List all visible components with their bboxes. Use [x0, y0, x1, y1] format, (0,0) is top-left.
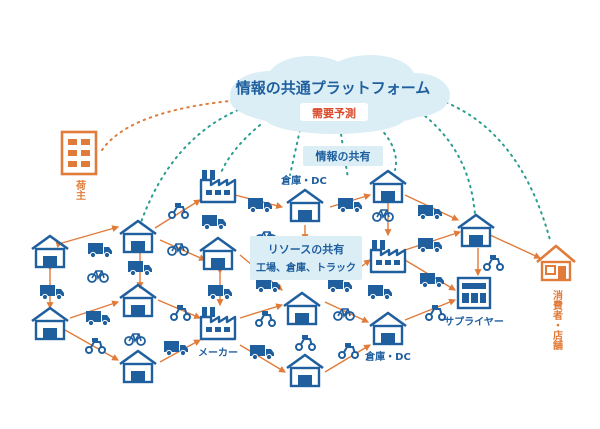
resource-share-title: リソースの共有: [268, 242, 344, 256]
supplier-label: サプライヤー: [444, 315, 504, 328]
scooter-icon: [168, 202, 189, 219]
warehouse-dc-label-bottom: 倉庫・DC: [364, 350, 411, 363]
scooter-icon: [295, 334, 316, 351]
info-share-label: 情報の共有: [316, 149, 371, 163]
truck-icon: [419, 272, 445, 289]
consumer-label: 消費者・店舗: [551, 289, 564, 351]
truck-icon: [39, 284, 65, 301]
truck-icon: [85, 310, 111, 327]
scooter-icon: [483, 254, 504, 271]
truck-icon: [337, 197, 363, 214]
truck-icon: [417, 204, 443, 221]
scooter-icon: [338, 342, 359, 359]
truck-icon: [255, 277, 281, 294]
maker-label: メーカー: [198, 347, 238, 359]
warehouse-icon: [368, 311, 408, 346]
warehouse-icon: [118, 349, 158, 384]
bicycle-icon: [87, 270, 109, 283]
warehouse-icon: [285, 353, 325, 388]
warehouse-icon: [118, 283, 158, 318]
truck-icon: [367, 284, 393, 301]
truck-icon: [201, 214, 227, 231]
truck-icon: [87, 242, 113, 259]
warehouse-dc-label-top: 倉庫・DC: [280, 174, 327, 187]
factory-icon: [199, 168, 237, 204]
truck-icon: [247, 197, 273, 214]
warehouse-icon: [285, 188, 325, 223]
truck-icon: [417, 237, 443, 254]
consumer-store-icon: [536, 244, 576, 282]
resource-share-box: [250, 236, 362, 280]
bicycle-icon: [372, 209, 394, 222]
bicycle-icon: [124, 333, 146, 346]
info-share-box: [303, 146, 383, 166]
forecast-box: [300, 103, 368, 121]
warehouse-icon: [198, 236, 238, 271]
factory-icon: [369, 238, 407, 274]
shipper-label: 荷主: [74, 179, 87, 200]
forecast-label: 需要予測: [312, 106, 356, 120]
scooter-icon: [255, 310, 276, 327]
scooter-icon: [85, 337, 106, 354]
warehouse-icon: [368, 169, 408, 204]
supplier-building-icon: [456, 276, 492, 310]
warehouse-icon: [118, 219, 158, 254]
platform-title: 情報の共通プラットフォーム: [236, 79, 431, 97]
shipper-connection-line: [101, 99, 241, 151]
factory-icon: [199, 305, 237, 341]
warehouse-icon: [456, 213, 496, 248]
shipper-building-icon: [60, 130, 98, 176]
truck-icon: [327, 277, 353, 294]
warehouse-icon: [30, 306, 70, 341]
warehouse-icon: [30, 234, 70, 269]
warehouse-icon: [282, 291, 322, 326]
resource-share-subtitle: 工場、倉庫、トラック: [256, 261, 356, 274]
scooter-icon: [425, 304, 446, 321]
